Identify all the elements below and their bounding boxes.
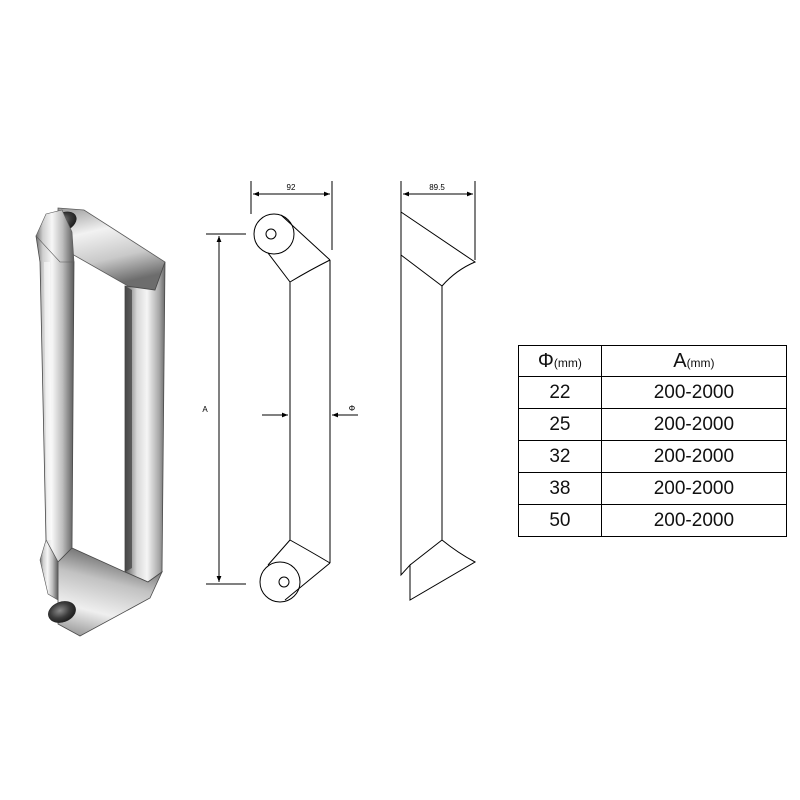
spec-header-diameter-unit: (mm) [553,355,582,370]
side-bottom-diagonal [409,539,443,566]
handle-render-right-post-inner [125,286,132,572]
spec-length-cell: 200-2000 [600,472,788,505]
side-top-diagonal [400,254,443,287]
spec-diameter-cell: 32 [518,440,602,473]
spec-header-length-symbol: A [673,349,687,372]
handle-render-bottom-elbow [39,539,59,601]
spec-diameter-cell: 38 [518,472,602,505]
spec-header-length: A(mm) [600,345,788,377]
side-width-label: 89.5 [429,183,445,192]
spec-length-cell: 200-2000 [600,504,788,537]
spec-length-cell: 200-2000 [600,408,788,441]
table-row: 50 200-2000 [518,504,788,537]
front-top-arm [267,214,331,283]
front-bottom-mount [259,561,301,603]
spec-diameter-cell: 50 [518,504,602,537]
handle-render-bottom-arm [57,547,163,637]
table-row: 25 200-2000 [518,408,788,441]
table-row: 38 200-2000 [518,472,788,505]
spec-diameter-cell: 25 [518,408,602,441]
handle-render [35,207,166,637]
spec-header-diameter: Φ(mm) [518,345,602,377]
side-view [400,181,477,601]
handle-render-top-elbow [35,209,75,263]
spec-length-cell: 200-2000 [600,376,788,409]
front-diameter-label: Φ [349,404,355,413]
spec-table-header-row: Φ(mm) A(mm) [518,345,788,377]
front-length-label: A [202,405,208,414]
front-bottom-mount-hole [278,576,290,588]
spec-length-cell: 200-2000 [600,440,788,473]
spec-header-diameter-symbol: Φ [537,349,554,372]
spec-header-length-unit: (mm) [686,355,715,370]
handle-render-grip [35,231,75,563]
front-top-mount [253,213,295,255]
handle-render-bottom-cap [48,601,76,623]
front-top-mount-hole [265,228,277,240]
front-view [206,181,358,603]
front-bottom-cut [289,539,331,564]
side-outline [400,211,477,601]
front-bottom-arm [267,539,331,601]
spec-table: Φ(mm) A(mm) 22 200-2000 25 200-2000 32 2… [518,345,788,537]
handle-render-grip-highlight [44,262,52,540]
table-row: 32 200-2000 [518,440,788,473]
front-width-label: 92 [287,183,296,192]
spec-diameter-cell: 22 [518,376,602,409]
front-top-cut [289,259,331,283]
table-row: 22 200-2000 [518,376,788,409]
